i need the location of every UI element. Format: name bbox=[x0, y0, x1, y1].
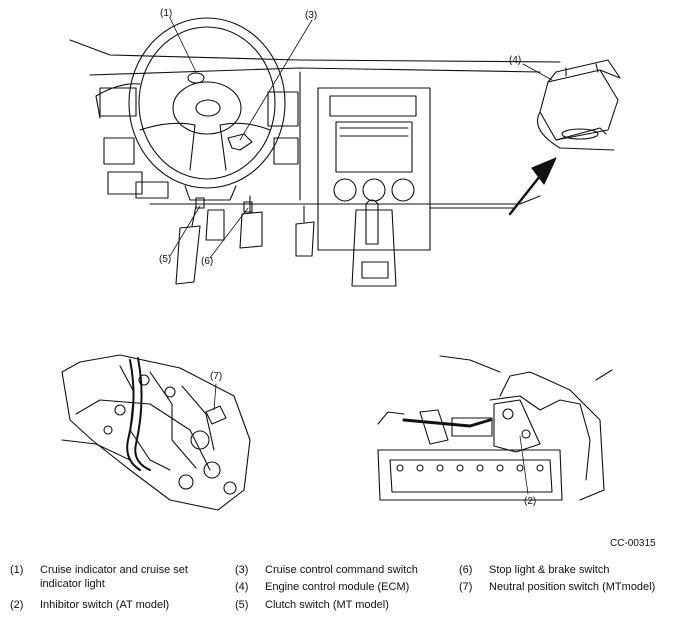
neutral-position-switch bbox=[205, 405, 227, 425]
at-transmission-drawing bbox=[377, 355, 613, 501]
leader-line-2 bbox=[519, 435, 529, 495]
cruise-command-switch bbox=[227, 133, 253, 151]
figure-id: CC-00315 bbox=[610, 538, 656, 549]
steering-wheel bbox=[128, 17, 286, 189]
legend-num: (7) bbox=[459, 581, 473, 593]
callout-3: (3) bbox=[305, 10, 318, 21]
inhibitor-switch bbox=[493, 399, 541, 453]
legend-text: Engine control module (ECM) bbox=[265, 581, 410, 593]
legend-num: (5) bbox=[235, 599, 249, 611]
legend-num: (1) bbox=[10, 564, 24, 576]
legend-text: Neutral position switch (MTmodel) bbox=[489, 581, 656, 593]
legend-text: Clutch switch (MT model) bbox=[265, 599, 389, 611]
callout-6: (6) bbox=[201, 256, 214, 267]
ecm-arrow bbox=[508, 174, 542, 216]
leader-line-7 bbox=[213, 383, 217, 411]
legend-num: (3) bbox=[235, 564, 249, 576]
callout-5: (5) bbox=[159, 254, 172, 265]
legend-text: Inhibitor switch (AT model) bbox=[40, 599, 170, 611]
leader-lines bbox=[169, 17, 553, 259]
callout-2: (2) bbox=[524, 496, 537, 507]
dashboard-drawing bbox=[69, 17, 621, 287]
legend-text: Cruise indicator and cruise set indicato… bbox=[40, 564, 188, 590]
mt-transmission-drawing bbox=[61, 354, 251, 511]
legend-num: (6) bbox=[459, 564, 473, 576]
legend-num: (4) bbox=[235, 581, 249, 593]
legend-num: (2) bbox=[10, 599, 24, 611]
callout-4: (4) bbox=[509, 55, 522, 66]
callout-1: (1) bbox=[160, 8, 173, 19]
legend-text: Cruise control command switch bbox=[265, 564, 418, 576]
legend-text: Stop light & brake switch bbox=[489, 564, 610, 576]
callout-7: (7) bbox=[210, 371, 223, 382]
clutch-pedal bbox=[175, 225, 201, 285]
